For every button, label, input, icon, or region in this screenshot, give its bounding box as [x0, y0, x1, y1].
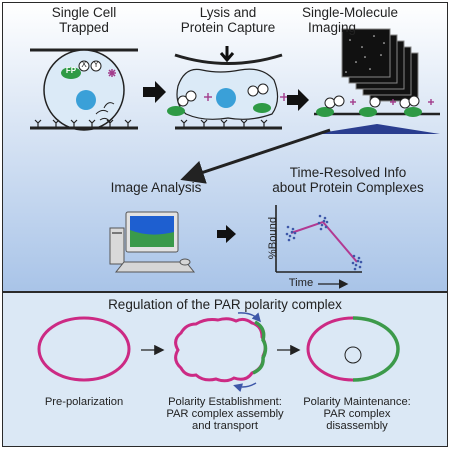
- step3-line2: Imaging: [308, 19, 357, 35]
- step1-line2: Trapped: [59, 19, 109, 35]
- fp-badge: FP: [65, 66, 77, 75]
- plot-point: [288, 234, 292, 238]
- plot-marks: [285, 214, 363, 271]
- arrow-icon: [217, 225, 236, 243]
- plot-point: [325, 220, 329, 224]
- plot-point: [357, 256, 361, 260]
- arrow-icon: [143, 81, 166, 103]
- plot-xlabel: Time: [288, 277, 314, 289]
- stage3-line1: Polarity Maintenance:: [303, 396, 411, 408]
- computer-icon: [109, 211, 196, 273]
- step2-line2: Protein Capture: [180, 19, 276, 35]
- polarity-diagram: [37, 312, 400, 393]
- step5-line2: about Protein Complexes: [272, 179, 424, 195]
- trapped-cell-illustration: [30, 48, 138, 131]
- plot-point: [287, 238, 291, 242]
- plot-point: [290, 230, 294, 234]
- step-imaging-label: Single-Molecule Imaging: [302, 5, 420, 35]
- step-single-cell-label: Single Cell Trapped: [22, 5, 146, 35]
- stage2-line2: PAR complex assembly: [166, 408, 284, 421]
- fp-icon: [61, 67, 81, 79]
- plot-point: [356, 259, 360, 263]
- plot-ylabel: %Bound: [266, 216, 279, 260]
- stage-maintenance-label: Polarity Maintenance: PAR complex disass…: [292, 396, 422, 432]
- plot-point: [293, 231, 297, 235]
- step-time-resolved-label: Time-Resolved Info about Protein Complex…: [256, 165, 440, 195]
- stage-pre-polarization-label: Pre-polarization: [44, 396, 124, 408]
- step1-line1: Single Cell: [51, 5, 117, 20]
- plot-point: [354, 263, 358, 267]
- plot-point: [324, 225, 328, 229]
- step2-line1: Lysis and: [199, 5, 257, 20]
- plot-trend-line: [290, 220, 358, 263]
- plot-point: [352, 254, 356, 258]
- y-badge: Y: [93, 60, 99, 69]
- stage3-line3: disassembly: [326, 420, 388, 433]
- stage-establishment-label: Polarity Establishment: PAR complex asse…: [158, 396, 292, 432]
- x-badge: X: [81, 60, 87, 69]
- step-lysis-label: Lysis and Protein Capture: [160, 5, 296, 35]
- plot-point: [317, 221, 321, 225]
- plot-axes: [275, 205, 362, 289]
- step-image-analysis-label: Image Analysis: [110, 180, 202, 195]
- pre-polarization-cell: [37, 316, 131, 382]
- step3-line1: Single-Molecule: [302, 5, 399, 20]
- lysis-illustration: [167, 46, 288, 130]
- plot-point: [353, 267, 357, 271]
- plot-point: [322, 219, 326, 223]
- single-molecule-surface: [314, 95, 440, 134]
- stage3-line2: PAR complex: [323, 408, 391, 421]
- plot-point: [359, 260, 363, 264]
- plot-point: [318, 214, 322, 218]
- stage2-line1: Polarity Establishment:: [168, 396, 282, 408]
- plot-point: [319, 227, 323, 231]
- plot-point: [285, 232, 289, 236]
- plot-point: [292, 236, 296, 240]
- establishment-cell: [174, 312, 268, 393]
- step5-line1: Time-Resolved Info: [289, 165, 407, 180]
- nucleus-icon: [76, 90, 96, 110]
- plot-point: [286, 225, 290, 229]
- plot-point: [358, 265, 362, 269]
- plot-point: [320, 223, 324, 227]
- plot-point: [351, 261, 355, 265]
- dye-icon: [108, 69, 116, 77]
- plot-point: [323, 216, 327, 220]
- arrow-icon: [287, 89, 309, 111]
- polarity-title: Regulation of the PAR polarity complex: [108, 297, 342, 312]
- plot-point: [291, 227, 295, 231]
- nucleus-icon: [216, 88, 236, 108]
- maintenance-cell: [306, 316, 400, 382]
- stage2-line3: and transport: [192, 420, 258, 433]
- image-stack-icon: [341, 28, 419, 102]
